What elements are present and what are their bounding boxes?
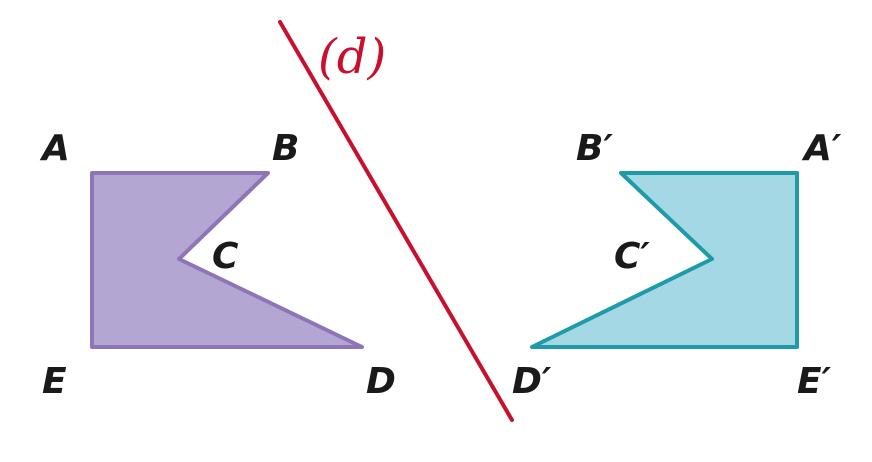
point-label-c: C [212,236,239,277]
point-label-e: E [42,361,67,402]
point-label-d: D [366,361,396,402]
original-polygon-abcde [90,171,364,349]
symmetry-axis-label: (d) [318,29,386,85]
point-label-c-prime: C′ [614,236,650,277]
point-label-b-prime: B′ [576,128,613,169]
symmetry-axis-d [278,20,514,422]
point-label-a-prime: A′ [801,128,842,169]
point-label-d-prime: D′ [512,361,552,402]
point-label-b: B [272,128,299,169]
image-polygon-abcde-prime [530,171,799,349]
point-label-a: A [39,128,70,169]
point-label-e-prime: E′ [797,361,832,402]
